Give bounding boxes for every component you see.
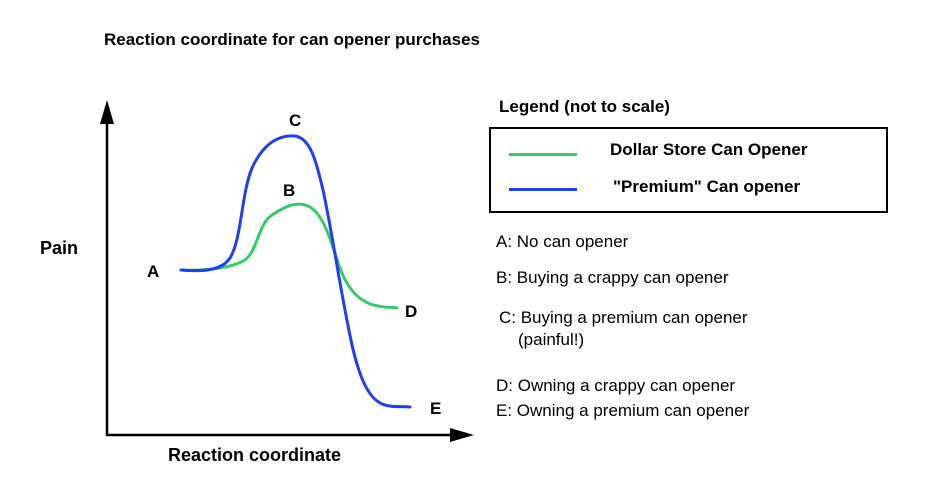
- legend-title: Legend (not to scale): [499, 97, 670, 116]
- point-label-b: B: [283, 181, 296, 200]
- note-a: A: No can opener: [496, 232, 629, 251]
- note-b: B: Buying a crappy can opener: [496, 268, 729, 287]
- point-label-e: E: [430, 399, 442, 418]
- premium-curve: [179, 134, 412, 409]
- dollar-store-curve: [179, 202, 399, 310]
- point-label-c: C: [289, 111, 302, 130]
- legend-label-dollar-store: Dollar Store Can Opener: [610, 140, 808, 159]
- diagram-title: Reaction coordinate for can opener purch…: [104, 30, 480, 49]
- y-axis-label: Pain: [40, 238, 79, 258]
- note-c: C: Buying a premium can opener: [499, 308, 748, 327]
- note-c-aside: (painful!): [518, 330, 585, 349]
- legend-label-premium: "Premium" Can opener: [613, 177, 801, 196]
- point-label-a: A: [147, 262, 160, 281]
- note-d: D: Owning a crappy can opener: [496, 376, 736, 395]
- point-label-d: D: [405, 302, 418, 321]
- note-e: E: Owning a premium can opener: [496, 401, 750, 420]
- x-axis-arrow: [450, 428, 474, 442]
- y-axis-arrow: [100, 100, 114, 124]
- legend-box: Dollar Store Can Opener "Premium" Can op…: [489, 127, 888, 213]
- legend-swatch-premium: [509, 188, 577, 191]
- x-axis-label: Reaction coordinate: [168, 445, 342, 465]
- legend-swatch-dollar-store: [509, 153, 577, 156]
